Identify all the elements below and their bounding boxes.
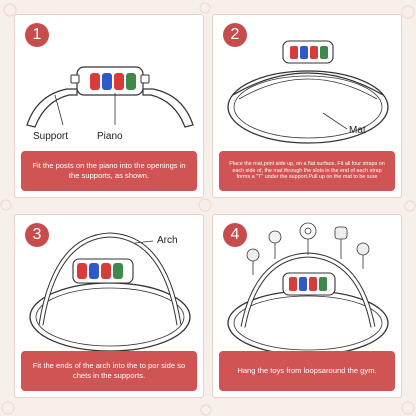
arch-label: Arch (157, 235, 178, 246)
mat-label: Mat (349, 125, 366, 136)
step-2-number: 2 (223, 23, 247, 47)
piano-illustration (282, 40, 334, 64)
step-4-caption: Hang the toys from loopsaround the gym. (219, 351, 395, 391)
step-3-caption: Fit the ends of the arch into the to por… (21, 351, 197, 391)
step-1-illustration (26, 66, 194, 128)
step-2-illustration (227, 40, 389, 144)
step-4-number: 4 (223, 223, 247, 247)
step-2-panel: 2 Mat Place the mat,print side up, on a … (212, 14, 402, 198)
mat-illustration (29, 282, 191, 352)
step-1-number: 1 (25, 23, 49, 47)
step-2-caption: Place the mat,print side up, on a flat s… (219, 151, 395, 191)
support-label: Support (33, 131, 69, 142)
step-1-panel: 1 Support Piano Fit the posts on the pia… (14, 14, 204, 198)
piano-label: Piano (97, 131, 123, 142)
piano-illustration (72, 258, 134, 284)
mat-illustration (227, 70, 389, 144)
step-3-panel: 3 Arch Fit the ends of the arch into the… (14, 214, 204, 398)
step-3-number: 3 (25, 223, 49, 247)
step-3-illustration (29, 232, 191, 352)
piano-illustration (70, 66, 150, 96)
step-1-caption: Fit the posts on the piano into the open… (21, 151, 197, 191)
step-4-panel: 4 Hang the toys from loopsaround the gym… (212, 214, 402, 398)
step-4-illustration (227, 222, 389, 356)
piano-illustration (282, 272, 336, 296)
hanging-toys-illustration (246, 222, 370, 275)
